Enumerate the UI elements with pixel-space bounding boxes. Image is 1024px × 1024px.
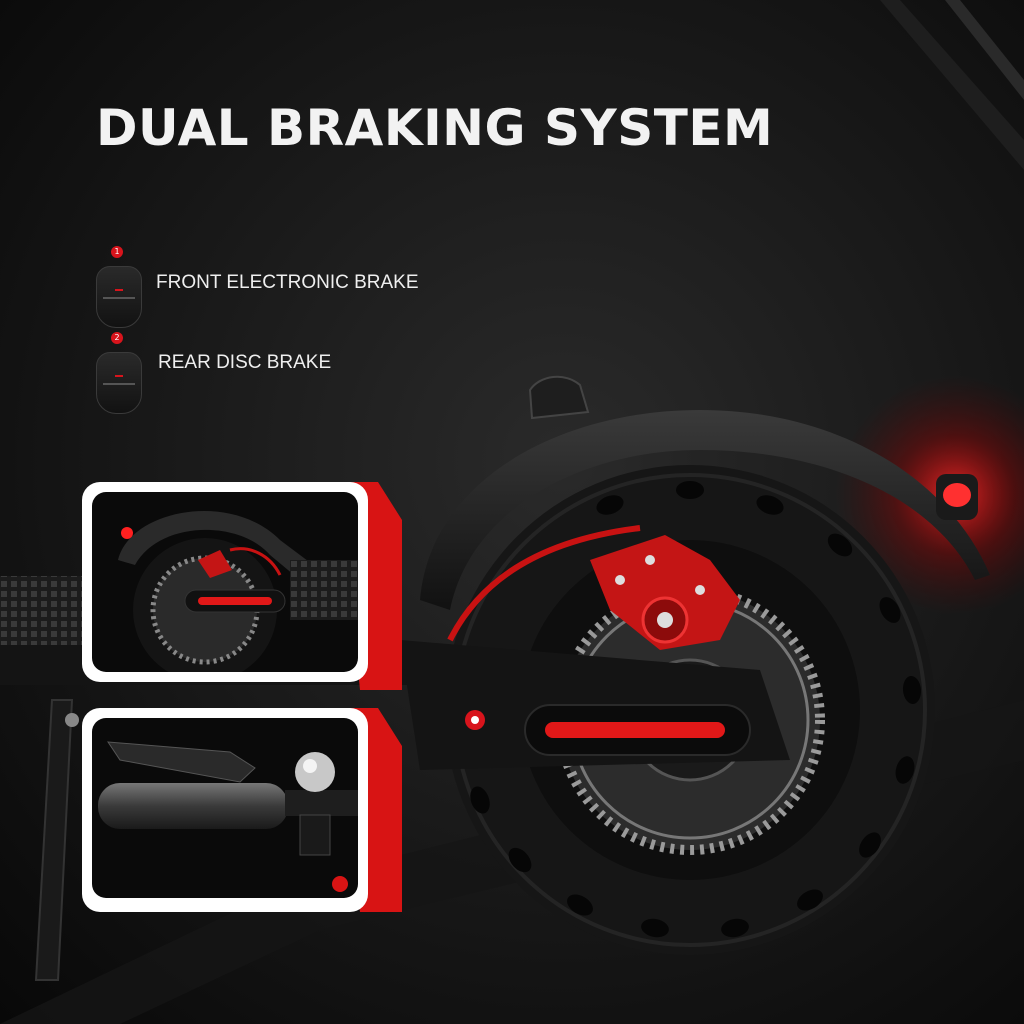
bell (295, 752, 335, 792)
legend-label: FRONT ELECTRONIC BRAKE (156, 272, 419, 293)
brake-cable (447, 525, 641, 642)
rear-fender (420, 410, 990, 610)
kickstand (34, 699, 74, 981)
legend-item-rear-brake: 2 REAR DISC BRAKE (96, 332, 476, 414)
legend-label: REAR DISC BRAKE (158, 352, 332, 373)
inset-rear-view (82, 482, 402, 690)
brake-caliper (590, 535, 740, 650)
page-title: DUAL BRAKING SYSTEM (96, 99, 774, 157)
legend-item-front-brake: 1 FRONT ELECTRONIC BRAKE (96, 246, 476, 328)
brake-remote-icon (96, 352, 142, 414)
legend-badge: 1 (111, 246, 123, 258)
legend-badge: 2 (111, 332, 123, 344)
inset-handlebar-view (82, 708, 402, 912)
brake-remote-icon (96, 266, 142, 328)
tire-holes (470, 481, 922, 938)
handlebar-grip (98, 783, 288, 829)
scooter-deck (0, 576, 90, 646)
